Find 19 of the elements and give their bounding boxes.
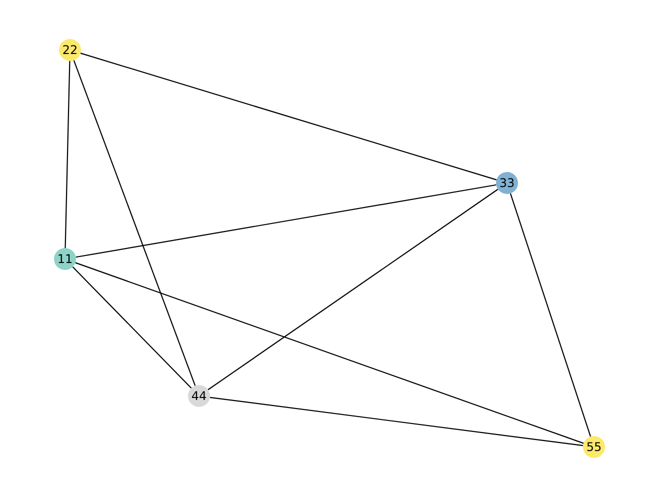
edge-line: [64, 60, 70, 248]
edge-line: [208, 188, 498, 390]
edge-line: [76, 184, 496, 258]
node-label: 44: [191, 390, 207, 402]
edge-line: [72, 266, 192, 389]
node-circle: [583, 436, 605, 458]
node-label: 33: [499, 177, 515, 189]
node-label: 11: [57, 253, 73, 265]
node-circle: [54, 248, 76, 270]
node-label: 22: [62, 44, 78, 56]
node-label: 55: [586, 441, 602, 453]
node-circle: [59, 39, 81, 61]
edge-line: [80, 52, 497, 180]
edge-line: [510, 193, 592, 437]
edge-line: [75, 262, 584, 444]
node-circle: [496, 172, 518, 194]
edge-line: [210, 396, 584, 446]
node-circle: [188, 385, 210, 407]
edge-line: [73, 60, 196, 386]
